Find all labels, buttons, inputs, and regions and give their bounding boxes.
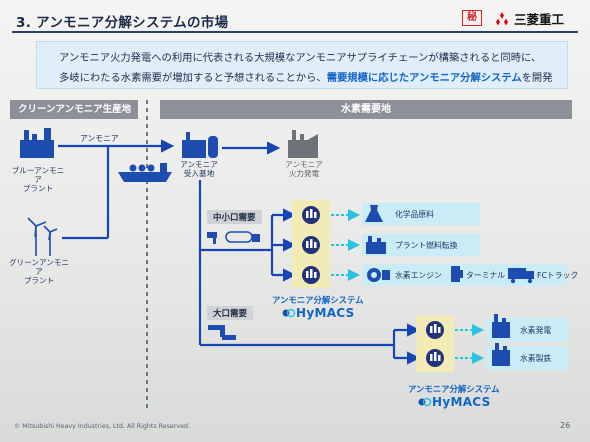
section-header-demand: 水素需要地 [160,100,572,119]
power-plant-icon [492,314,510,338]
decomposition-unit-icon [302,206,320,224]
tanker-ship-icon [118,163,172,182]
hymacs-logo-2: HyMACS [418,395,491,409]
intro-line-1: アンモニア火力発電への利用に代表される大規模なアンモニアサプライチェーンが構築さ… [59,52,542,64]
intro-line-2-suffix: を開発 [521,72,553,84]
intro-line-2: 多岐にわたる水素需要が増加すると予想されることから、需要規模に応じたアンモニア分… [59,69,553,84]
confidential-stamp: 秘 [462,10,482,26]
ammonia-label: アンモニア [80,134,119,143]
blue-plant-label: ブルーアンモニア プラント [8,166,68,193]
system-name-1: アンモニア分解システム [272,295,364,305]
hymacs-text-1: HyMACS [296,306,355,320]
green-plant-label: グリーンアンモニア プラント [6,258,72,285]
power-plant-icon [288,130,318,158]
factory-icon [20,128,54,158]
use-chemical: 化学品原料 [395,210,434,219]
production-flow-lines [58,139,421,365]
engine-icon [367,268,390,282]
blue-plant-text: ブルーアンモニア プラント [11,166,65,193]
wind-turbine-icon [27,217,58,256]
terminal-text: アンモニア 受入基地 [180,160,218,178]
truck-icon [508,268,534,284]
use-hydrogen-engine: 水素エンジン [395,271,442,280]
hymacs-mark-icon [418,397,432,407]
output-arrows [331,209,484,364]
decomposition-unit-icon [302,266,320,284]
hymacs-mark-icon [282,308,296,318]
terminal-label: アンモニア 受入基地 [176,160,222,178]
flask-icon [365,205,383,222]
system-name-2: アンモニア分解システム [408,384,500,394]
intro-line-2-highlight: 需要規模に応じたアンモニア分解システム [326,72,522,84]
steel-mill-icon [492,343,510,366]
use-fc-truck: FCトラック [537,271,579,280]
power-plant-text: アンモニア 火力発電 [285,160,323,178]
use-band-plant-fuel [362,234,480,256]
use-hydrogen-steel: 水素製鉄 [520,354,552,363]
power-plant-label: アンモニア 火力発電 [281,160,327,178]
decomposition-unit-icon [302,236,320,254]
tank-truck-icon [207,231,260,244]
hymacs-logo-1: HyMACS [282,306,355,320]
decomposition-unit-icon [426,349,444,367]
small-medium-demand-label: 中小口需要 [207,210,262,224]
decomposition-unit-icon [426,321,444,339]
use-terminal: ターミナル [466,271,505,280]
hymacs-text-2: HyMACS [432,395,491,409]
copyright: © Mitsubishi Heavy Industries, Ltd. All … [14,423,190,430]
use-band-chemical [362,203,480,225]
page-number: 26 [560,421,571,430]
intro-line-2-prefix: 多岐にわたる水素需要が増加すると予想されることから、 [59,72,327,84]
pipeline-icon [208,325,236,340]
brand-logo: 三菱重工 [494,9,564,28]
three-diamonds-icon [496,11,508,25]
intro-box: アンモニア火力発電への利用に代表される大規模なアンモニアサプライチェーンが構築さ… [36,41,568,89]
title-divider [12,31,578,33]
storage-tank-icon [182,132,218,158]
use-hydrogen-power: 水素発電 [520,326,552,335]
brand-name: 三菱重工 [514,12,565,27]
large-demand-label: 大口需要 [207,306,254,320]
section-header-production: クリーンアンモニア生産地 [10,100,138,119]
use-plant-fuel: プラント燃料転換 [395,241,458,250]
factory-icon [366,236,386,254]
page-title: 3. アンモニア分解システムの市場 [16,15,229,31]
green-plant-text: グリーンアンモニア プラント [8,258,70,285]
fuel-pump-icon [451,266,463,282]
